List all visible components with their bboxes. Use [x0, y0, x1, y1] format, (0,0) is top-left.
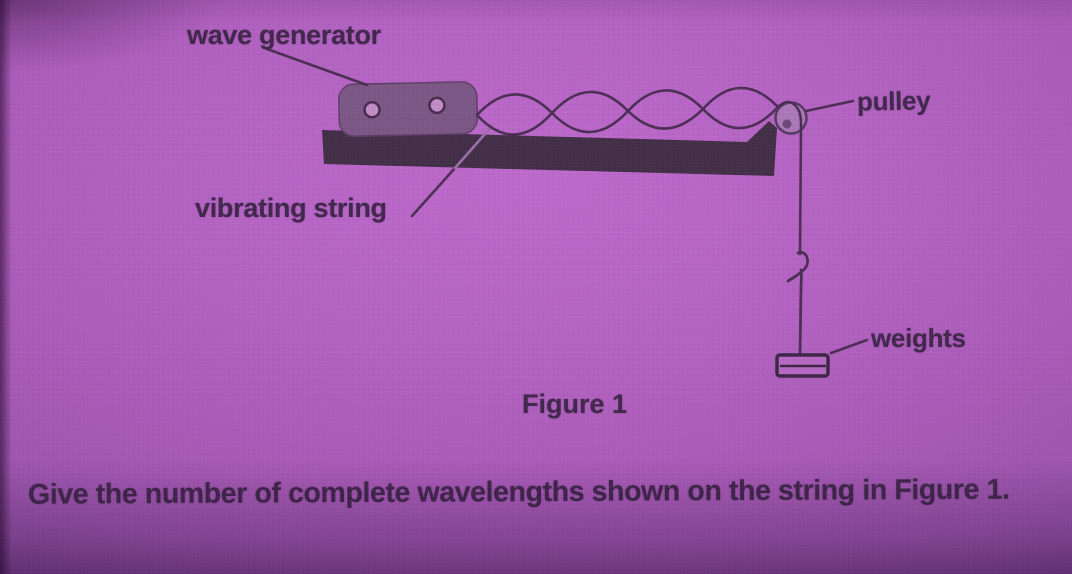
hanger-rod — [798, 268, 803, 357]
wave-generator-leader-line — [265, 47, 369, 87]
weights-leader-line — [829, 338, 869, 355]
wave-generator-box — [338, 81, 478, 137]
wave-generator-label: wave generator — [187, 20, 381, 50]
generator-hole-left — [363, 101, 381, 119]
question-text: Give the number of complete wavelengths … — [27, 473, 1010, 511]
vibrating-string-leader-line — [410, 166, 457, 218]
pulley-hub — [782, 119, 792, 129]
generator-hole-right — [428, 96, 446, 115]
figure-caption: Figure 1 — [522, 389, 628, 419]
vibrating-string-label: vibrating string — [195, 193, 387, 223]
pulley-leader-line — [804, 99, 855, 113]
pulley-label: pulley — [856, 85, 931, 117]
hanger-hook — [786, 251, 809, 283]
weights-label: weights — [871, 323, 966, 353]
